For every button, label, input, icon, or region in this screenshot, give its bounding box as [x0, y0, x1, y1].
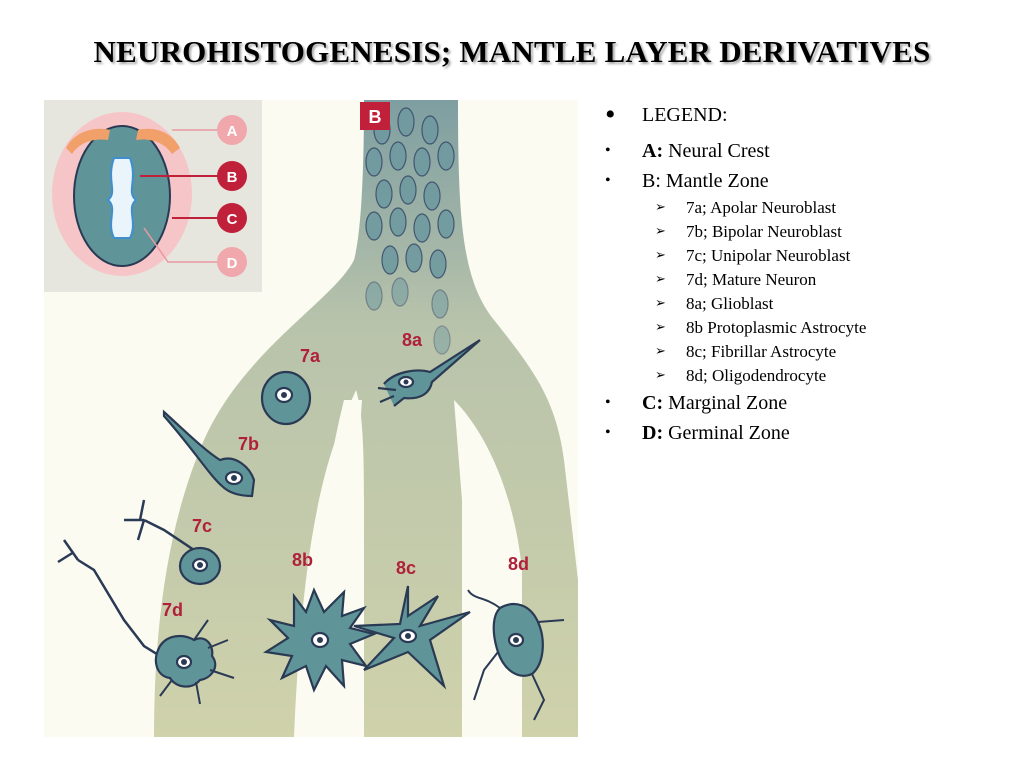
arrow-icon: ➢ [655, 344, 666, 359]
legend-heading-text: LEGEND [642, 104, 722, 126]
cell-8b-protoplasmic-astrocyte [262, 587, 378, 693]
arrow-icon: ➢ [655, 320, 666, 335]
legend-sub-text: 7a; Apolar Neuroblast [686, 198, 837, 217]
arrow-icon: ➢ [655, 248, 666, 263]
cell-8c-fibrillar-astrocyte [353, 585, 471, 690]
label-8a: 8a [402, 330, 423, 350]
cell-8d-oligodendrocyte [467, 589, 565, 721]
inset-label-d: D [227, 255, 238, 272]
legend-text-c: Marginal Zone [663, 392, 788, 414]
legend-text-b: B: Mantle Zone [642, 170, 769, 192]
inset-label-c: C [227, 211, 238, 228]
arrow-icon: ➢ [655, 200, 666, 215]
legend-sub-item: ➢ 7a; Apolar Neuroblast [605, 196, 1015, 220]
inset-label-b: B [227, 169, 238, 186]
cell-7b-bipolar-neuroblast [162, 409, 256, 498]
legend-sub-item: ➢ 7d; Mature Neuron [605, 268, 1015, 292]
mantle-zone-label: B [369, 107, 382, 127]
cell-7d-mature-neuron [57, 539, 235, 705]
mantle-zone-marker [360, 102, 390, 130]
legend-sub-text: 8a; Glioblast [686, 294, 774, 313]
legend: • LEGEND: • A: Neural Crest • B: Mantle Zon… [605, 100, 1015, 448]
legend-item-a: • A: Neural Crest [605, 136, 1015, 166]
bullet: • [605, 172, 611, 189]
label-8d: 8d [508, 554, 529, 574]
legend-sub-item: ➢ 7b; Bipolar Neuroblast [605, 220, 1015, 244]
label-8c: 8c [396, 558, 416, 578]
legend-key-d: D: [642, 422, 664, 444]
legend-sub-item: ➢ 7c; Unipolar Neuroblast [605, 244, 1015, 268]
legend-sub-item: ➢ 8b Protoplasmic Astrocyte [605, 316, 1015, 340]
label-8b: 8b [292, 550, 313, 570]
label-7a: 7a [300, 346, 321, 366]
neural-tube-inset: A B C D [44, 100, 262, 292]
legend-item-d: • D: Germinal Zone [605, 418, 1015, 448]
label-7d: 7d [162, 600, 183, 620]
legend-item-b: • B: Mantle Zone [605, 166, 1015, 196]
cell-8a-glioblast [377, 339, 481, 407]
legend-item-c: • C: Marginal Zone [605, 388, 1015, 418]
legend-sub-text: 8b Protoplasmic Astrocyte [686, 318, 867, 337]
cells [57, 339, 565, 721]
bullet: • [605, 394, 611, 411]
bullet: • [605, 424, 611, 441]
legend-key-a: A: [642, 140, 664, 162]
legend-sub-text: 8d; Oligodendrocyte [686, 366, 827, 385]
cell-7c-unipolar-neuroblast [124, 499, 222, 586]
arrow-icon: ➢ [655, 272, 666, 287]
neurohistogenesis-diagram: A B C D B [44, 100, 578, 737]
legend-heading-colon: : [721, 104, 728, 126]
legend-heading: • LEGEND: [605, 100, 1015, 130]
label-7b: 7b [238, 434, 259, 454]
legend-sub-text: 7b; Bipolar Neuroblast [686, 222, 842, 241]
inset-label-a: A [227, 123, 238, 140]
legend-text-a: Neural Crest [663, 140, 770, 162]
arrow-icon: ➢ [655, 368, 666, 383]
legend-sub-text: 7d; Mature Neuron [686, 270, 817, 289]
cell-7a-apolar-neuroblast [260, 370, 312, 426]
legend-text-d: Germinal Zone [663, 422, 790, 444]
legend-sub-item: ➢ 8a; Glioblast [605, 292, 1015, 316]
legend-heading-bullet: • [605, 98, 616, 131]
legend-sub-text: 7c; Unipolar Neuroblast [686, 246, 851, 265]
slide-title: NEUROHISTOGENESIS; MANTLE LAYER DERIVATI… [93, 34, 931, 69]
arrow-icon: ➢ [655, 224, 666, 239]
legend-sub-item: ➢ 8d; Oligodendrocyte [605, 364, 1015, 388]
legend-key-c: C: [642, 392, 664, 414]
legend-sub-item: ➢ 8c; Fibrillar Astrocyte [605, 340, 1015, 364]
arrow-icon: ➢ [655, 296, 666, 311]
bullet: • [605, 142, 611, 159]
legend-sub-text: 8c; Fibrillar Astrocyte [686, 342, 837, 361]
label-7c: 7c [192, 516, 212, 536]
